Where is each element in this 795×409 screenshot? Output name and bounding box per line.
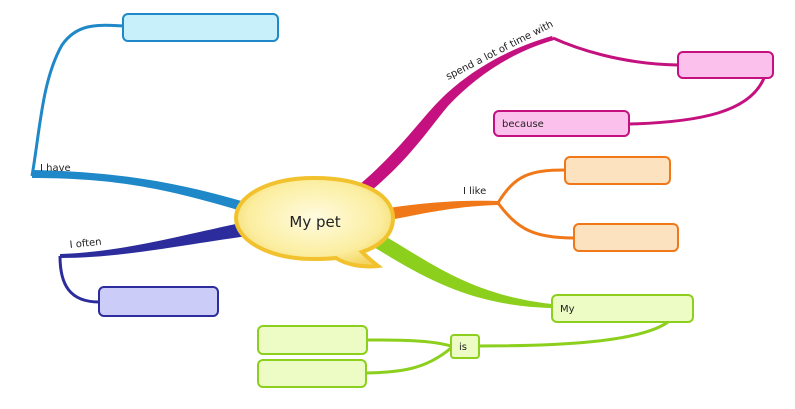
branch-i-often-connector	[58, 255, 100, 304]
is-node-text: is	[459, 342, 467, 353]
branch-my-trunk	[372, 232, 552, 308]
is-box-2[interactable]	[257, 359, 367, 388]
branch-i-often: I often	[58, 222, 248, 317]
branch-spend-time-label: spend a lot of time with	[444, 19, 555, 83]
branch-spend-time-connector	[552, 36, 679, 67]
i-like-box-1[interactable]	[564, 156, 671, 185]
branch-i-have-connector	[30, 23, 125, 177]
because-box[interactable]	[493, 110, 630, 137]
branch-i-often-trunk	[60, 222, 248, 258]
my-box-text: My	[560, 304, 575, 315]
is-box-1[interactable]	[257, 325, 368, 355]
branch-i-like-connector-bottom	[496, 202, 575, 240]
center-topic-label: My pet	[289, 213, 340, 231]
branch-my: My is	[257, 232, 694, 388]
branch-i-have: I have	[30, 13, 279, 212]
branch-i-like-label: I like	[463, 186, 486, 197]
my-box[interactable]	[551, 294, 694, 323]
spend-time-box[interactable]	[677, 51, 774, 79]
branch-i-often-label: I often	[69, 237, 102, 251]
center-bubble	[233, 175, 396, 269]
i-often-box[interactable]	[98, 286, 219, 317]
because-box-text: because	[502, 119, 544, 130]
branch-i-like: I like	[388, 156, 679, 252]
center-topic[interactable]: My pet	[233, 175, 396, 269]
is-connector-bottom	[365, 346, 452, 375]
i-like-box-2[interactable]	[573, 223, 679, 252]
because-connector	[629, 77, 766, 126]
branch-spend-time-trunk	[358, 36, 554, 190]
branch-i-like-trunk	[388, 200, 498, 220]
branch-i-like-connector-top	[496, 168, 566, 204]
my-to-is-connector	[478, 320, 669, 348]
i-have-box[interactable]	[122, 13, 279, 42]
branch-i-have-trunk	[32, 170, 245, 212]
is-connector-top	[365, 338, 452, 348]
is-node[interactable]	[450, 334, 480, 359]
branch-i-have-label: I have	[40, 163, 71, 174]
